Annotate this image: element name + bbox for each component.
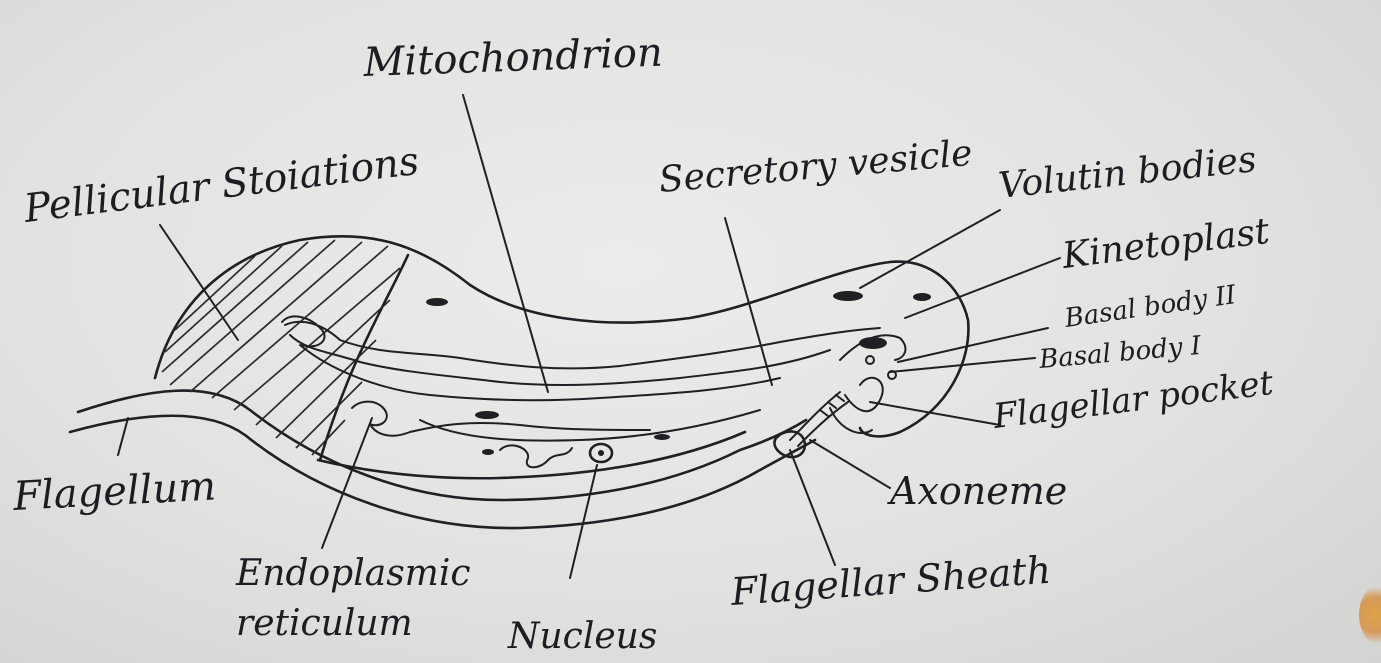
label-flagellum: Flagellum: [11, 463, 217, 520]
label-axoneme: Axoneme: [887, 469, 1067, 513]
label-basal-body-i: Basal body I: [1037, 331, 1203, 375]
kinetoplast: [859, 337, 887, 349]
label-mitochondrion: Mitochondrion: [362, 30, 664, 86]
endoplasmic-reticulum: [352, 402, 760, 468]
basal-bodies: [866, 356, 896, 379]
label-nucleus: Nucleus: [507, 616, 657, 657]
label-secretory-vesicle: Secretory vesicle: [657, 133, 974, 201]
label-pellicular-striations: Pellicular Stoiations: [21, 139, 422, 232]
label-kinetoplast: Kinetoplast: [1059, 211, 1272, 277]
label-flagellar-sheath: Flagellar Sheath: [729, 548, 1053, 614]
flagellar-pocket: [830, 335, 905, 433]
label-flagellar-pocket: Flagellar pocket: [990, 363, 1275, 437]
label-endoplasmic-reticulum-text: Endoplasmic: [235, 553, 471, 594]
label-endoplasmic-reticulum: Endoplasmic reticulum: [235, 553, 482, 644]
label-basal-body-ii: Basal body II: [1062, 280, 1239, 334]
nucleus: [590, 444, 612, 462]
label-volutin-bodies: Volutin bodies: [997, 139, 1259, 207]
axoneme: [790, 392, 848, 446]
label-endoplasmic-reticulum-line2: reticulum: [236, 603, 413, 644]
labels: Mitochondrion Pellicular Stoiations Secr…: [11, 30, 1276, 657]
